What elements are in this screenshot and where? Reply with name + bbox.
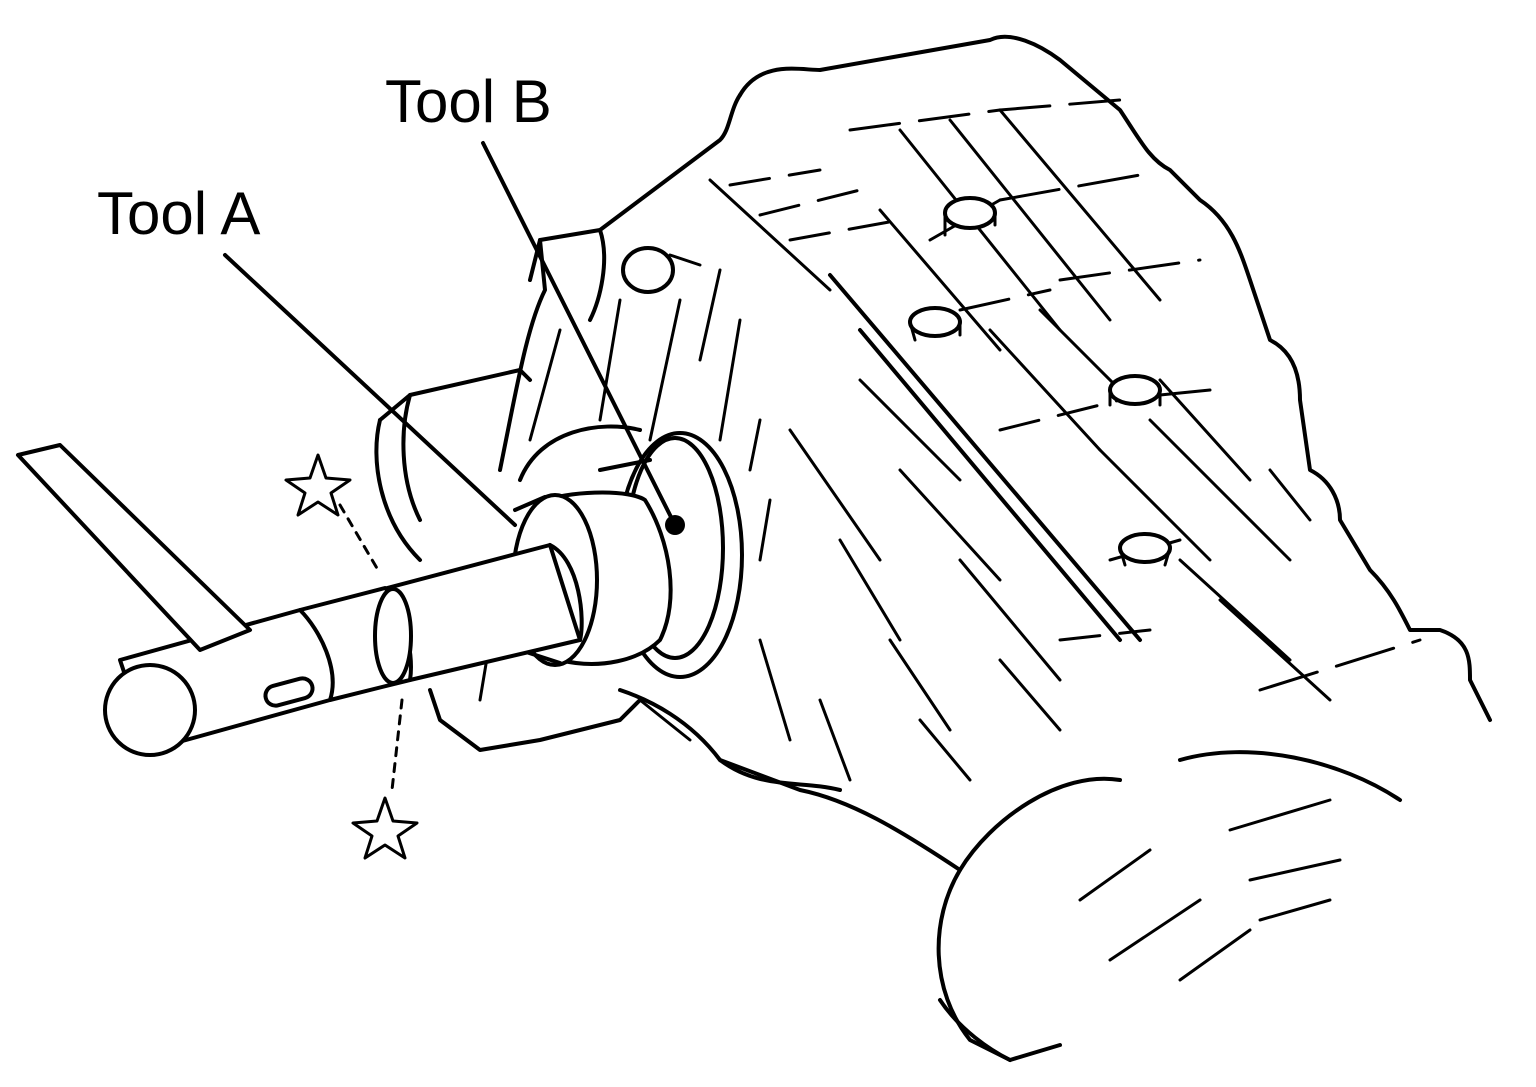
star-markers [284, 453, 419, 860]
tool-a-leader-line [223, 253, 517, 527]
star-icon [284, 453, 352, 517]
tool-b-leader-line [481, 141, 677, 527]
tool-b-callout-dot [665, 515, 685, 535]
tool-b-label: Tool B [385, 68, 552, 135]
tool-a-label: Tool A [97, 180, 261, 247]
star-icon [351, 796, 419, 860]
transmission-housing [374, 34, 1492, 1062]
tool-a-driver [16, 443, 673, 757]
callout-leaders [223, 141, 685, 535]
